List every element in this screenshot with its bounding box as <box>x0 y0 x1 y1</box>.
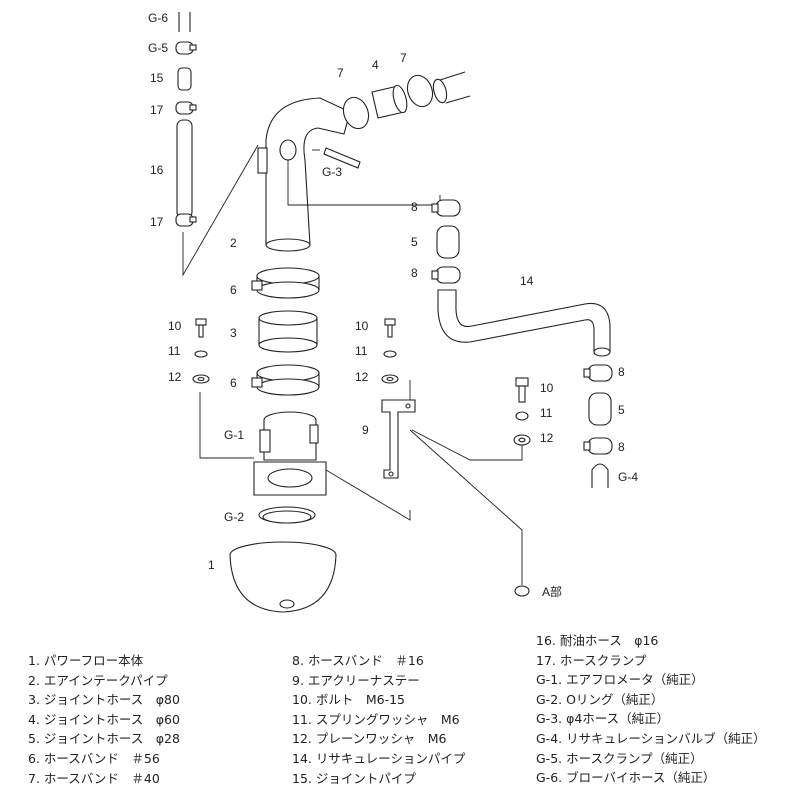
o-ring-g2 <box>258 506 316 524</box>
callout: 16 <box>150 163 164 177</box>
hose-clamp-17-bottom <box>175 213 197 227</box>
legend-item: 9. エアクリーナステー <box>292 672 420 688</box>
hose-band-8-upper-a <box>431 199 461 217</box>
airflow-meter-g1 <box>253 411 327 496</box>
callout: 11 <box>168 344 181 358</box>
recirculation-pipe-14 <box>437 289 611 357</box>
callout: 8 <box>411 266 418 280</box>
hose-band-8-upper-b <box>431 266 461 284</box>
hose-clamp-g5 <box>175 41 197 55</box>
legend-column-3: 16. 耐油ホース φ16 17. ホースクランプ G-1. エアフロメータ（純… <box>536 631 766 788</box>
hose-band-7-left <box>342 96 370 130</box>
hose-band-7-right <box>406 74 434 108</box>
hose-band-6-bottom <box>251 364 320 396</box>
legend-item: G-1. エアフロメータ（純正） <box>536 672 704 688</box>
callout: 7 <box>337 66 344 80</box>
legend-item: G-6. ブローバイホース（純正） <box>536 770 716 786</box>
bolt-set-middle <box>381 318 399 384</box>
callout: 11 <box>355 344 368 358</box>
legend-item: G-3. φ4ホース（純正） <box>536 711 670 727</box>
legend-column-1: 1. パワーフロー本体 2. エアインテークパイプ 3. ジョイントホース φ8… <box>28 651 180 788</box>
legend-column-2: 8. ホースバンド ＃16 9. エアクリーナステー 10. ボルト M6-15… <box>292 651 465 788</box>
joint-hose-5-lower <box>588 392 612 426</box>
legend-item: 2. エアインテークパイプ <box>28 672 168 688</box>
callout: G-4 <box>618 470 638 484</box>
callout: 12 <box>355 370 369 384</box>
legend-item: 5. ジョイントホース φ28 <box>28 731 180 747</box>
bolt-set-left <box>192 318 210 384</box>
callout: 15 <box>150 71 164 85</box>
joint-hose-3 <box>258 310 318 353</box>
legend-item: 4. ジョイントホース φ60 <box>28 711 180 727</box>
legend-item: 15. ジョイントパイプ <box>292 770 416 786</box>
legend-item: G-5. ホースクランプ（純正） <box>536 750 703 766</box>
callout: 12 <box>168 370 182 384</box>
legend-item: 3. ジョイントホース φ80 <box>28 692 180 708</box>
legend-item: G-2. Oリング（純正） <box>536 691 664 707</box>
callout: 8 <box>411 200 418 214</box>
callout: 2 <box>230 236 237 250</box>
callout: 5 <box>411 235 418 249</box>
joint-pipe-15 <box>177 67 192 91</box>
hose-band-8-lower-a <box>583 364 613 382</box>
callout: 14 <box>520 274 534 288</box>
blowby-hose-g6 <box>178 12 191 32</box>
hose-band-8-lower-b <box>583 437 613 455</box>
parts-diagram: G-6 G-5 15 17 16 17 2 6 3 6 G-1 G-2 1 7 … <box>148 11 638 613</box>
phi4-hose-g3 <box>323 147 361 169</box>
legend-item: 16. 耐油ホース φ16 <box>536 633 659 648</box>
legend-item: 14. リサキュレーションパイプ <box>292 750 466 766</box>
legend-item: 8. ホースバンド ＃16 <box>292 653 424 668</box>
callout: 11 <box>540 406 553 420</box>
callout: G-2 <box>224 510 244 524</box>
callout: 8 <box>618 365 625 379</box>
callout: 10 <box>355 319 369 333</box>
callout: A部 <box>542 584 562 599</box>
legend-item: 10. ボルト M6-15 <box>292 692 406 708</box>
callout: 9 <box>362 423 369 437</box>
callout: 8 <box>618 440 625 454</box>
callout: G-5 <box>148 41 168 55</box>
callout: 3 <box>230 326 237 340</box>
power-flow-body-1 <box>229 541 337 613</box>
legend-item: 17. ホースクランプ <box>536 652 647 668</box>
legend-item: 1. パワーフロー本体 <box>28 653 144 668</box>
callout: G-1 <box>224 428 244 442</box>
hose-end <box>439 71 471 104</box>
oil-hose-16 <box>176 119 193 219</box>
joint-hose-4 <box>371 84 408 119</box>
callout: 7 <box>400 51 407 65</box>
recirculation-valve-g4 <box>591 463 609 488</box>
callout: G-6 <box>148 11 168 25</box>
callout: 6 <box>230 376 237 390</box>
callout: 4 <box>372 58 379 72</box>
legend-item: 7. ホースバンド ＃40 <box>28 770 160 786</box>
joint-hose-5-upper <box>436 225 460 259</box>
legend-item: 12. プレーンワッシャ M6 <box>292 731 447 747</box>
legend-item: G-4. リサキュレーションバルブ（純正） <box>536 730 766 746</box>
bolt-set-right <box>513 377 531 446</box>
air-cleaner-stay-9 <box>381 399 416 479</box>
callout: 6 <box>230 283 237 297</box>
callout: 5 <box>618 403 625 417</box>
callout-labels: G-6 G-5 15 17 16 17 2 6 3 6 G-1 G-2 1 7 … <box>148 11 638 599</box>
callout: 17 <box>150 103 164 117</box>
legend-item: 11. スプリングワッシャ M6 <box>292 711 460 727</box>
callout: 17 <box>150 215 164 229</box>
callout: 10 <box>168 319 182 333</box>
a-section-marker <box>514 585 530 597</box>
hose-band-6-top <box>251 267 320 299</box>
legend-item: 6. ホースバンド ＃56 <box>28 750 160 766</box>
callout: 12 <box>540 431 554 445</box>
hose-clamp-17-top <box>175 101 197 115</box>
callout: 10 <box>540 381 554 395</box>
callout: 1 <box>208 558 215 572</box>
callout: G-3 <box>322 165 342 179</box>
